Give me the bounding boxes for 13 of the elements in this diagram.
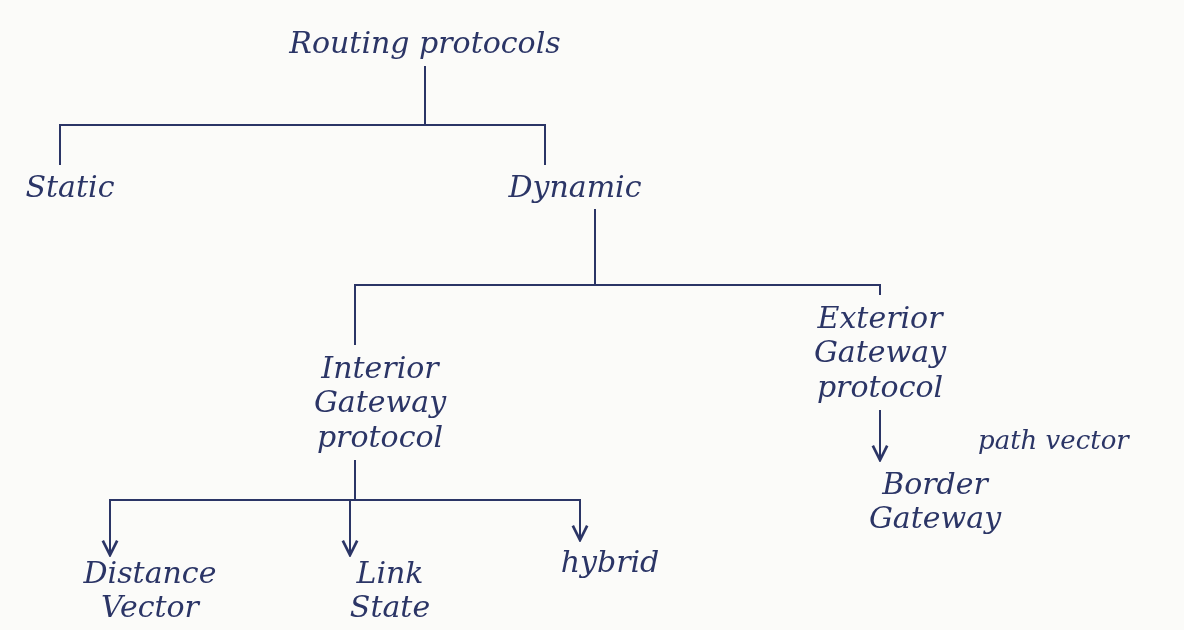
tree-connector — [594, 208, 881, 296]
arrow — [354, 459, 589, 542]
arrow — [871, 409, 889, 462]
node-label: Distance Vector — [82, 555, 218, 625]
node-label: hybrid — [560, 544, 660, 580]
node-label: Static — [25, 169, 115, 205]
node-label: Link State — [348, 555, 432, 625]
node-label: Border Gateway — [867, 466, 1003, 536]
node-label: Dynamic — [508, 169, 642, 205]
node-label: Interior Gateway protocol — [312, 350, 448, 455]
node-label: Routing protocols — [289, 25, 561, 61]
node-label: Exterior Gateway protocol — [812, 300, 948, 405]
tree-connector — [424, 65, 546, 166]
